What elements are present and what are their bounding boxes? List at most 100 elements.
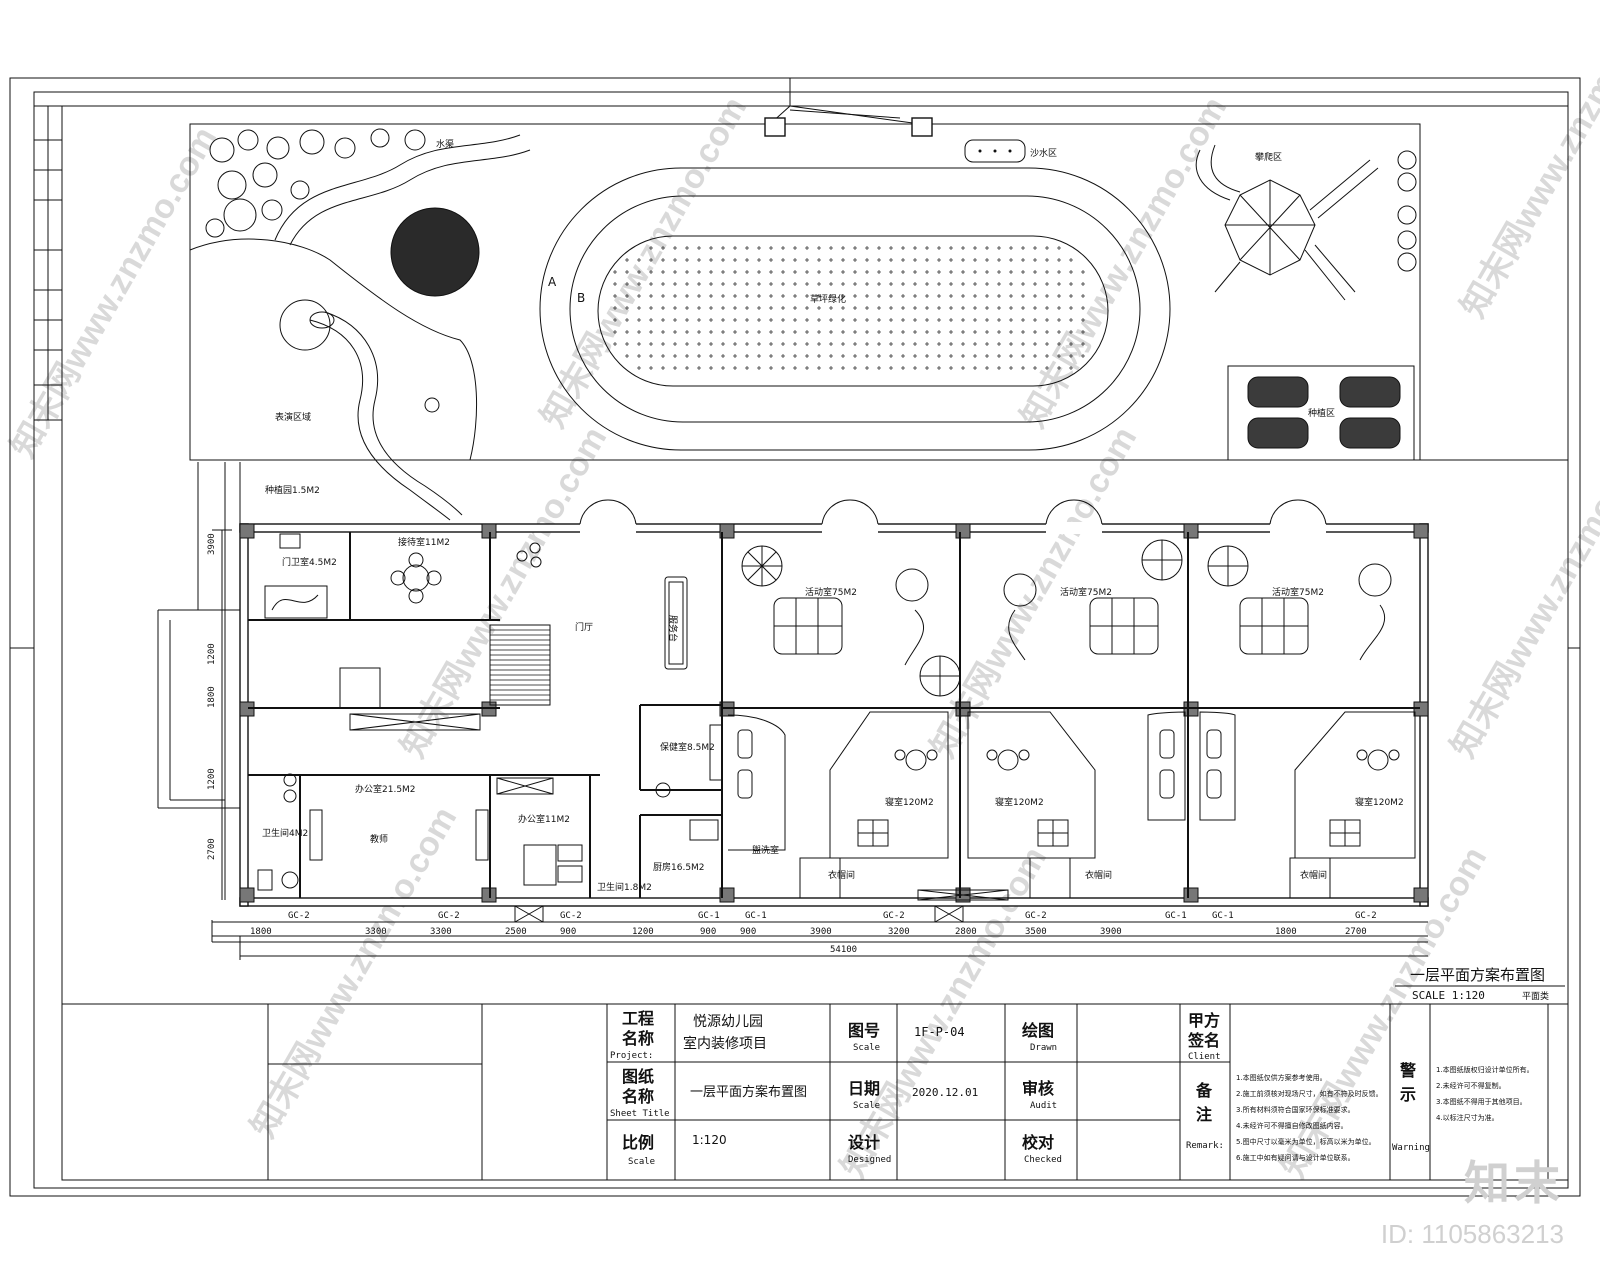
lawn-hatch-mark	[1057, 318, 1061, 322]
lawn-hatch-mark	[1009, 258, 1013, 262]
lawn-hatch-mark	[949, 354, 953, 358]
lawn-hatch-mark	[781, 306, 785, 310]
lawn-hatch-mark	[697, 306, 701, 310]
room-label-hall: 门厅	[575, 621, 593, 633]
room-label-sleep2: 寝室120M2	[995, 796, 1044, 808]
lawn-hatch-mark	[793, 342, 797, 346]
lawn-hatch-mark	[697, 354, 701, 358]
lawn-hatch-mark	[769, 366, 773, 370]
lawn-hatch-mark	[1009, 354, 1013, 358]
lawn-hatch-mark	[913, 270, 917, 274]
door-label: GC-1	[745, 911, 767, 921]
washroom-blocks	[727, 711, 1331, 899]
lawn-hatch-mark	[769, 282, 773, 286]
lawn-hatch-mark	[973, 318, 977, 322]
lawn-hatch-mark	[721, 318, 725, 322]
lawn-hatch-mark	[673, 330, 677, 334]
room-label-small: 卫生间1.8M2	[597, 881, 652, 893]
room-label-cloak: 衣帽间	[1085, 869, 1112, 881]
lawn-hatch-mark	[769, 318, 773, 322]
lawn-hatch-mark	[685, 246, 689, 250]
lawn-hatch-mark	[733, 354, 737, 358]
lawn-hatch-mark	[1045, 282, 1049, 286]
lawn-hatch-mark	[853, 366, 857, 370]
lawn-hatch-mark	[865, 306, 869, 310]
lawn-hatch-mark	[913, 282, 917, 286]
lawn-hatch-mark	[817, 366, 821, 370]
lawn-hatch-mark	[889, 246, 893, 250]
lawn-hatch-mark	[697, 330, 701, 334]
lawn-hatch-mark	[889, 318, 893, 322]
lawn-hatch-mark	[805, 258, 809, 262]
lawn-hatch-mark	[1009, 294, 1013, 298]
lawn-hatch-mark	[1081, 318, 1085, 322]
lawn-hatch-mark	[697, 318, 701, 322]
round-plaza	[390, 207, 480, 297]
lawn-hatch-mark	[901, 258, 905, 262]
room-label-play2: 活动室75M2	[1060, 586, 1112, 598]
zone-label-climbing: 攀爬区	[1255, 151, 1282, 163]
lawn-hatch-mark	[1069, 318, 1073, 322]
lawn-hatch-mark	[937, 366, 941, 370]
lawn-hatch-mark	[685, 330, 689, 334]
project-name-1: 悦源幼儿园	[693, 1014, 763, 1030]
track-lane-a: A	[548, 275, 557, 289]
lawn-hatch-mark	[913, 306, 917, 310]
lawn-hatch-mark	[745, 306, 749, 310]
lawn-hatch-mark	[961, 246, 965, 250]
lawn-hatch-mark	[985, 330, 989, 334]
zone-label-performance: 表演区域	[275, 411, 311, 423]
lawn-hatch-mark	[997, 330, 1001, 334]
lawn-hatch-mark	[625, 354, 629, 358]
lawn-hatch-mark	[829, 294, 833, 298]
lawn-hatch-mark	[901, 294, 905, 298]
lawn-hatch-mark	[1021, 330, 1025, 334]
lawn-hatch-mark	[769, 258, 773, 262]
lawn-hatch-mark	[1033, 294, 1037, 298]
room-label-cloak: 衣帽间	[1300, 869, 1327, 881]
lawn-hatch-mark	[973, 354, 977, 358]
lawn-hatch-mark	[757, 366, 761, 370]
lawn-hatch-mark	[757, 306, 761, 310]
lawn-hatch-mark	[685, 282, 689, 286]
lawn-hatch-mark	[613, 318, 617, 322]
lawn-hatch-mark	[649, 294, 653, 298]
lawn-hatch-mark	[781, 342, 785, 346]
room-label-cloak: 衣帽间	[828, 869, 855, 881]
lawn-hatch-mark	[661, 366, 665, 370]
lawn-hatch-mark	[877, 294, 881, 298]
lawn-hatch-mark	[853, 282, 857, 286]
lawn-hatch-mark	[913, 354, 917, 358]
lawn-hatch-mark	[877, 330, 881, 334]
dim-label: 2800	[955, 927, 977, 937]
label-sheet-en: Sheet Title	[610, 1109, 670, 1119]
door-label: GC-1	[1165, 911, 1187, 921]
warning-line: 2.未经许可不得复制。	[1436, 1081, 1506, 1090]
lawn-hatch-mark	[1009, 330, 1013, 334]
lawn-hatch-mark	[1069, 270, 1073, 274]
lawn-hatch-mark	[997, 246, 1001, 250]
lawn-hatch-mark	[709, 294, 713, 298]
lawn-hatch-mark	[805, 330, 809, 334]
lawn-hatch-mark	[997, 318, 1001, 322]
lawn-hatch-mark	[661, 354, 665, 358]
lawn-hatch-mark	[901, 318, 905, 322]
lawn-hatch-mark	[1069, 306, 1073, 310]
lawn-hatch-mark	[733, 342, 737, 346]
classroom-3-furniture	[1207, 545, 1392, 661]
lawn-hatch-mark	[925, 330, 929, 334]
room-label-kitchen: 厨房16.5M2	[653, 861, 705, 873]
lawn-hatch-mark	[949, 258, 953, 262]
lawn-hatch-mark	[913, 330, 917, 334]
lawn-hatch-mark	[817, 306, 821, 310]
cabinet-row	[349, 713, 481, 731]
lawn-hatch-mark	[877, 246, 881, 250]
warning-line: 3.本图纸不得用于其他项目。	[1436, 1097, 1527, 1106]
lawn-hatch-mark	[1057, 294, 1061, 298]
lawn-hatch-mark	[829, 258, 833, 262]
lawn-hatch-mark	[745, 270, 749, 274]
lawn-hatch-mark	[793, 294, 797, 298]
lawn-hatch-mark	[1057, 366, 1061, 370]
dim-label: 3900	[810, 927, 832, 937]
dim-label: 1800	[1275, 927, 1297, 937]
